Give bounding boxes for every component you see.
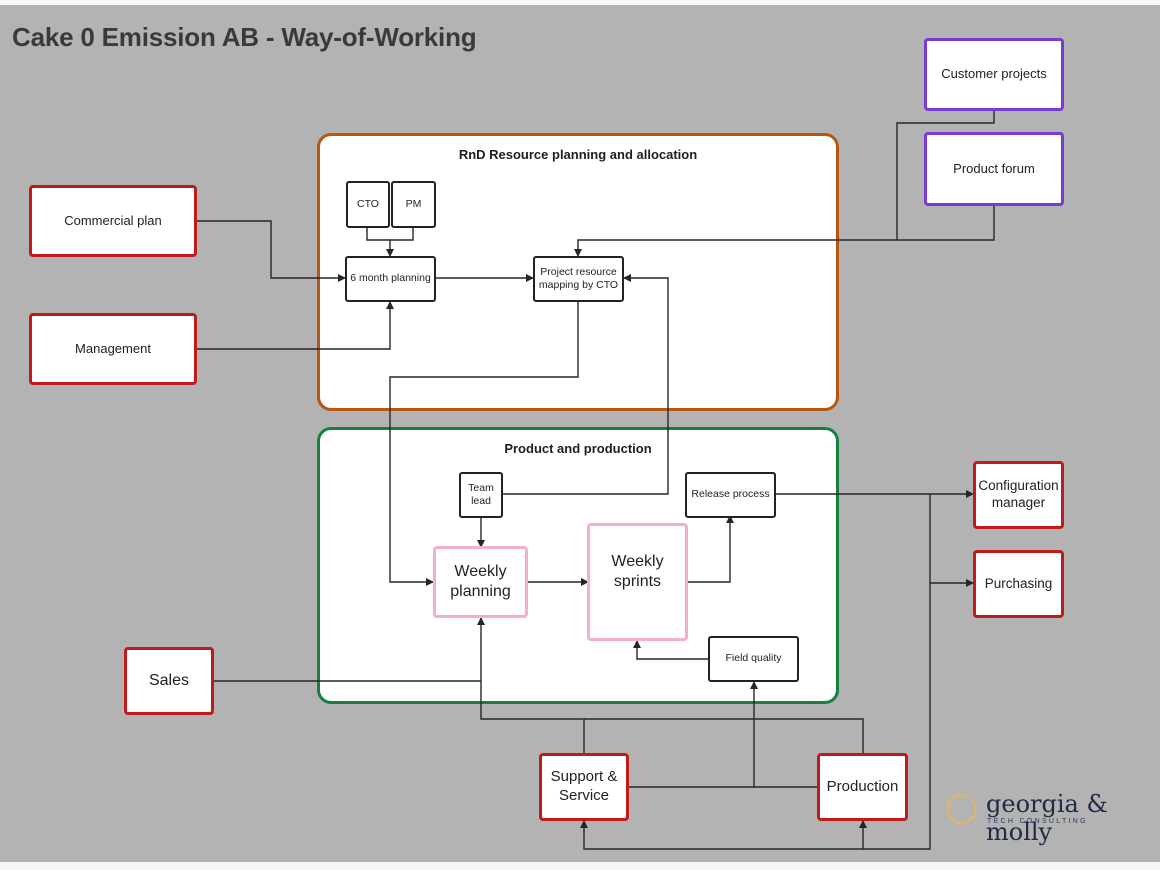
node-support-service[interactable]: Support & Service	[539, 753, 629, 821]
node-label: Production	[826, 777, 899, 795]
node-cto[interactable]: CTO	[346, 181, 390, 228]
node-commercial-plan[interactable]: Commercial plan	[29, 185, 197, 257]
label-line: Support &	[550, 768, 618, 786]
node-label: PM	[405, 197, 422, 210]
group-title: Product and production	[504, 441, 652, 456]
label-line: mapping by CTO	[538, 279, 619, 291]
page-title: Cake 0 Emission AB - Way-of-Working	[12, 22, 477, 52]
node-sales[interactable]: Sales	[124, 647, 214, 715]
node-label: Customer projects	[941, 66, 1047, 82]
label-line: sprints	[613, 573, 662, 590]
node-label: CTO	[357, 197, 379, 210]
logo-name: georgia & molly	[986, 790, 1108, 846]
label-line: Team	[468, 481, 494, 494]
node-label: Team lead	[468, 482, 494, 508]
label-line: Service	[558, 787, 610, 804]
node-configuration-manager[interactable]: Configuration manager	[973, 461, 1064, 529]
node-label: Sales	[148, 672, 190, 689]
label-line: planning	[450, 583, 511, 600]
node-production[interactable]: Production	[817, 753, 908, 821]
node-label: Management	[75, 340, 151, 356]
label-line: Configuration	[978, 478, 1059, 494]
node-release-process[interactable]: Release process	[685, 472, 776, 518]
node-weekly-planning[interactable]: Weekly planning	[433, 546, 528, 618]
node-management[interactable]: Management	[29, 313, 197, 385]
node-label: 6 month planning	[350, 272, 431, 285]
node-weekly-sprints[interactable]: Weekly sprints	[587, 523, 688, 641]
node-label: Purchasing	[984, 575, 1053, 591]
node-label: Support & Service	[551, 768, 618, 806]
node-label: Product forum	[953, 160, 1035, 176]
company-logo: georgia & molly TECH CONSULTING	[940, 790, 1155, 846]
label-line: Weekly	[611, 553, 664, 570]
group-title: RnD Resource planning and allocation	[458, 147, 698, 162]
node-label: Weekly planning	[450, 562, 511, 602]
logo-swirl-icon	[946, 793, 977, 825]
node-purchasing[interactable]: Purchasing	[973, 550, 1064, 618]
node-label: Field quality	[725, 652, 782, 665]
node-field-quality[interactable]: Field quality	[708, 636, 799, 682]
logo-tagline: TECH CONSULTING	[987, 818, 1088, 825]
node-customer-projects[interactable]: Customer projects	[924, 38, 1064, 111]
node-pm[interactable]: PM	[391, 181, 436, 228]
node-6-month-planning[interactable]: 6 month planning	[345, 256, 436, 302]
label-line: Weekly	[454, 563, 507, 580]
node-label: Configuration manager	[978, 478, 1058, 512]
node-product-forum[interactable]: Product forum	[924, 132, 1064, 206]
label-line: Project resource	[540, 265, 617, 278]
label-line: lead	[471, 495, 491, 507]
node-project-resource-mapping[interactable]: Project resource mapping by CTO	[533, 256, 624, 302]
node-label: Weekly sprints	[611, 552, 663, 592]
node-label: Commercial plan	[64, 212, 162, 228]
node-label: Release process	[691, 488, 770, 501]
node-team-lead[interactable]: Team lead	[459, 472, 503, 518]
label-line: manager	[991, 495, 1046, 510]
node-label: Project resource mapping by CTO	[539, 266, 618, 292]
